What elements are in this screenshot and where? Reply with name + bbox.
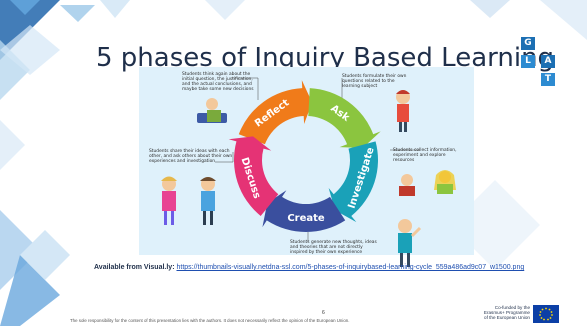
eu-line-1: Co-funded by the xyxy=(494,305,530,310)
phase-arrow-create xyxy=(262,190,346,232)
logo-tile-l: L xyxy=(521,55,535,68)
logo-tile-t: T xyxy=(541,73,555,86)
note-discuss: Students share their ideas with each oth… xyxy=(149,149,233,164)
illustration-student-creating xyxy=(398,219,422,267)
illustration-students-discussing xyxy=(161,176,216,225)
illustration-student-laptop xyxy=(197,98,227,123)
illustration-student-asking xyxy=(396,90,410,132)
source-label: Available from Visual.ly: xyxy=(94,264,175,271)
note-ask: Students formulate their own questions r… xyxy=(342,74,407,89)
source-line: Available from Visual.ly: https://thumbn… xyxy=(94,264,524,271)
source-link[interactable]: https://thumbnails-visually.netdna-ssl.c… xyxy=(176,264,525,271)
logo-tile-a: A xyxy=(541,55,555,68)
phase-label-create: Create xyxy=(287,213,325,224)
page-number: 6 xyxy=(322,310,325,316)
phase-arrow-reflect xyxy=(238,80,313,145)
illustration-students-reading xyxy=(399,170,456,196)
note-investigate: Students collect information, experiment… xyxy=(393,148,457,163)
phase-arrow-investigate xyxy=(328,141,378,223)
eu-flag-icon xyxy=(533,305,559,323)
logo-tile-g: G xyxy=(521,37,535,50)
phase-arrow-ask xyxy=(308,88,381,148)
disclaimer: The sole responsibility for the content … xyxy=(70,318,350,323)
eu-line-2: Erasmus+ Programme xyxy=(483,310,530,315)
note-reflect: Students think again about the initial q… xyxy=(182,72,254,92)
note-create: Students generate new thoughts, ideas an… xyxy=(290,240,377,255)
phase-arrow-discuss xyxy=(228,136,279,216)
eu-funding-text: Co-funded by the Erasmus+ Programme of t… xyxy=(470,305,530,320)
eu-line-3: of the European Union xyxy=(484,315,530,320)
